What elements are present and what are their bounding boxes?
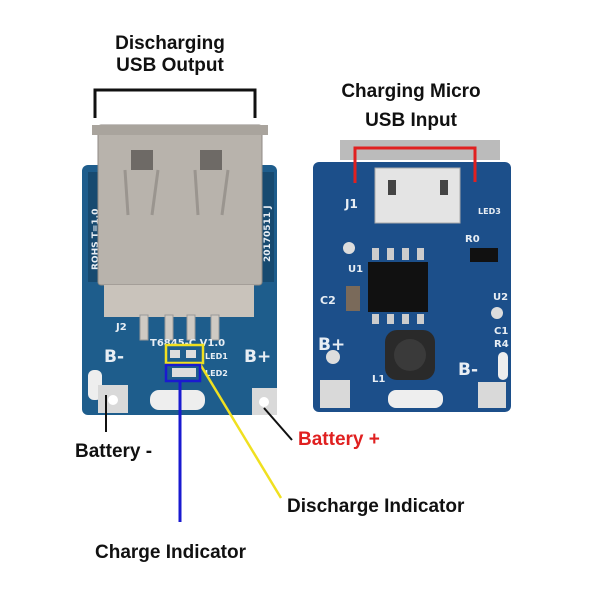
silk-model: T6845-C V1.0 [150,338,225,349]
discharging-output-bracket [93,88,257,118]
silk-j2: J2 [115,322,127,333]
silk-c2: C2 [320,294,336,307]
silk-j1: J1 [344,197,358,211]
charge-board: J1 LED3 R0 U1 C2 U2 C1 R4 B+ B- L1 [313,140,511,412]
silk-date: 20170511 J [263,205,273,262]
battery-plus-label: Battery + [298,429,380,450]
silk-led2: LED2 [205,369,228,378]
charging-input-line1: Charging Micro [341,81,481,102]
discharge-indicator-label: Discharge Indicator [287,496,465,517]
silk-b-minus-right: B- [458,360,478,380]
discharge-board: ROHS T=1.0 20170511 J J2 T6845-C V1.0 B-… [82,124,277,415]
charging-input-label: Charging Micro USB Input [316,77,506,135]
silk-l1: L1 [372,374,385,385]
silk-c1: C1 [494,326,508,337]
discharge-indicator-box [164,343,205,365]
charge-indicator-label: Charge Indicator [95,542,246,563]
silk-u1: U1 [348,264,363,275]
battery-minus-label: Battery - [75,441,153,462]
silk-rohs: ROHS T=1.0 [91,209,101,270]
charging-input-line2: USB Input [365,110,457,131]
silk-b-minus: B- [104,347,124,367]
discharging-output-label: Discharging USB Output [95,33,245,77]
charging-input-bracket [353,146,477,183]
battery-plus-line [263,407,293,441]
silk-b-plus-right: B+ [318,335,345,355]
silk-u2: U2 [493,292,508,303]
silk-led1: LED1 [205,352,228,361]
discharging-output-line1: Discharging [115,33,225,54]
discharging-output-line2: USB Output [116,55,224,76]
discharge-indicator-line [198,363,283,499]
silk-led3: LED3 [478,207,501,216]
silk-b-plus: B+ [244,347,271,367]
silk-r4: R4 [494,339,509,350]
silk-r0: R0 [465,234,480,245]
charge-indicator-box [164,363,202,383]
